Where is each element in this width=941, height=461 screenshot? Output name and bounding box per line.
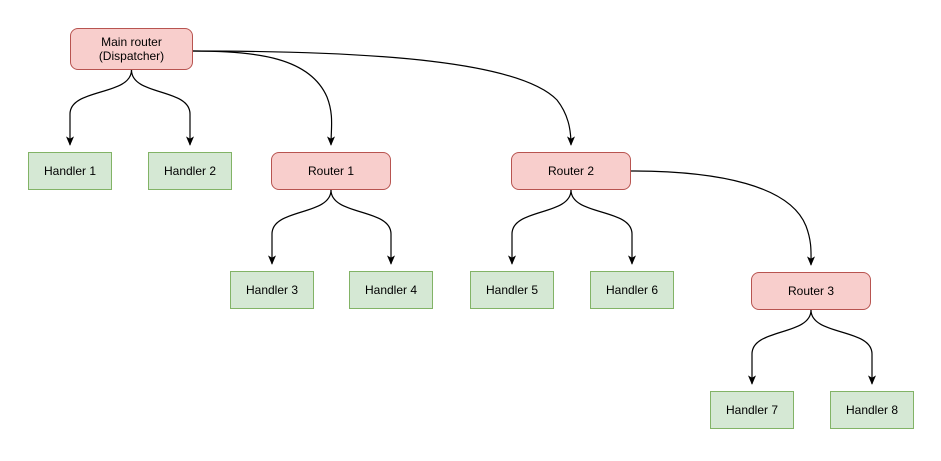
edge-router-1-to-handler-4	[330, 189, 395, 265]
edge-router-3-to-handler-7	[748, 309, 812, 385]
node-handler-7[interactable]: Handler 7	[710, 391, 794, 429]
node-handler-3-label: Handler 3	[245, 283, 299, 297]
node-main-router[interactable]: Main router (Dispatcher)	[70, 28, 193, 70]
node-router-1[interactable]: Router 1	[271, 152, 391, 190]
node-router-2[interactable]: Router 2	[511, 152, 631, 190]
node-handler-2-label: Handler 2	[163, 164, 217, 178]
edge-router-3-to-handler-8	[810, 309, 876, 385]
node-router-3-label: Router 3	[787, 284, 835, 298]
node-handler-7-label: Handler 7	[725, 403, 779, 417]
node-router-2-label: Router 2	[547, 164, 595, 178]
node-handler-6-label: Handler 6	[605, 283, 659, 297]
node-handler-8[interactable]: Handler 8	[830, 391, 914, 429]
edge-main-to-router-2	[192, 50, 575, 146]
node-router-1-label: Router 1	[307, 164, 355, 178]
node-handler-1-label: Handler 1	[43, 164, 97, 178]
node-handler-2[interactable]: Handler 2	[148, 152, 232, 190]
node-handler-4-label: Handler 4	[364, 283, 418, 297]
edge-router-1-to-handler-3	[268, 189, 332, 265]
edge-router-2-to-router-3	[630, 170, 816, 266]
node-router-3[interactable]: Router 3	[751, 272, 871, 310]
node-handler-5[interactable]: Handler 5	[470, 271, 554, 309]
edge-main-to-handler-1	[66, 69, 133, 146]
edge-main-to-router-1	[192, 50, 336, 146]
edge-main-to-handler-2	[130, 69, 194, 146]
node-handler-4[interactable]: Handler 4	[349, 271, 433, 309]
edge-router-2-to-handler-6	[570, 189, 636, 265]
node-main-router-label: Main router (Dispatcher)	[98, 35, 165, 63]
node-handler-8-label: Handler 8	[845, 403, 899, 417]
node-handler-3[interactable]: Handler 3	[230, 271, 314, 309]
node-handler-1[interactable]: Handler 1	[28, 152, 112, 190]
edge-router-2-to-handler-5	[508, 189, 572, 265]
node-handler-6[interactable]: Handler 6	[590, 271, 674, 309]
node-handler-5-label: Handler 5	[485, 283, 539, 297]
